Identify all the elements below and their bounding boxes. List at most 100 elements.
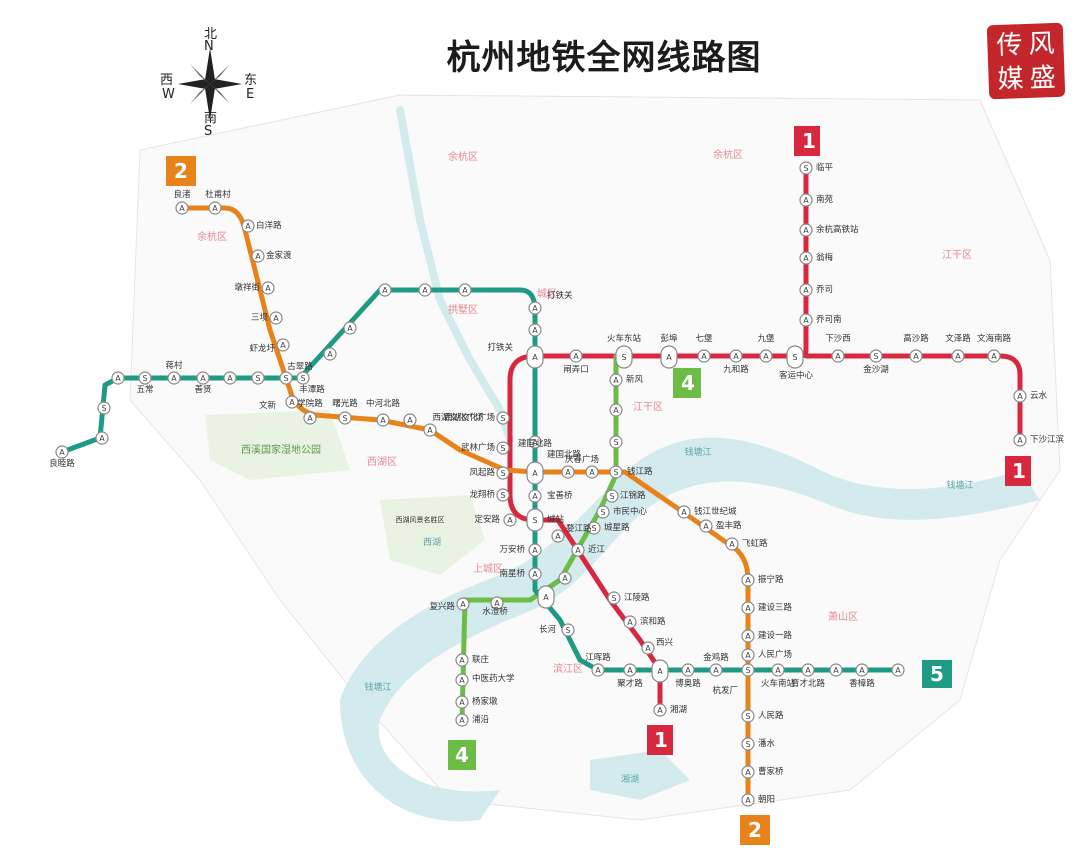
station-marker[interactable]: A xyxy=(799,223,813,237)
station-marker[interactable]: A xyxy=(528,435,542,449)
station-marker[interactable]: A xyxy=(403,413,417,427)
station-marker[interactable]: A xyxy=(111,371,125,385)
station-marker[interactable]: A xyxy=(799,313,813,327)
station-marker[interactable]: A xyxy=(741,793,755,807)
station-marker[interactable]: S xyxy=(609,435,623,449)
station-marker[interactable]: A xyxy=(799,193,813,207)
station-marker[interactable]: A xyxy=(95,431,109,445)
station-marker[interactable]: A xyxy=(276,338,290,352)
station-marker[interactable]: A xyxy=(455,695,469,709)
station-marker[interactable]: A xyxy=(208,201,222,215)
station-marker[interactable]: A xyxy=(697,349,711,363)
station-marker[interactable]: A xyxy=(1013,433,1027,447)
station-marker[interactable]: A xyxy=(891,663,905,677)
station-marker[interactable]: A xyxy=(641,641,655,655)
station-marker[interactable]: A xyxy=(561,465,575,479)
station-marker[interactable]: A xyxy=(455,673,469,687)
station-marker[interactable]: A xyxy=(223,371,237,385)
station-marker[interactable]: A xyxy=(651,659,669,683)
station-marker[interactable]: S xyxy=(869,349,883,363)
station-marker[interactable]: A xyxy=(378,283,392,297)
station-marker[interactable]: A xyxy=(725,537,739,551)
station-marker[interactable]: A xyxy=(241,219,255,233)
station-marker[interactable]: A xyxy=(759,349,773,363)
station-marker[interactable]: S xyxy=(596,505,610,519)
station-marker[interactable]: S xyxy=(496,488,510,502)
station-marker[interactable]: A xyxy=(569,349,583,363)
station-marker[interactable]: A xyxy=(741,648,755,662)
station-marker[interactable]: A xyxy=(490,596,504,610)
station-marker[interactable]: A xyxy=(303,411,317,425)
station-marker[interactable]: S xyxy=(607,591,621,605)
station-marker[interactable]: S xyxy=(609,465,623,479)
station-marker[interactable]: A xyxy=(551,529,565,543)
station-marker[interactable]: A xyxy=(526,461,544,485)
station-marker[interactable]: A xyxy=(458,283,472,297)
station-marker[interactable]: A xyxy=(681,663,695,677)
station-marker[interactable]: A xyxy=(323,347,337,361)
station-marker[interactable]: S xyxy=(296,371,310,385)
station-marker[interactable]: A xyxy=(591,663,605,677)
station-marker[interactable]: S xyxy=(741,663,755,677)
station-marker[interactable]: A xyxy=(528,489,542,503)
station-marker[interactable]: S xyxy=(587,521,601,535)
station-marker[interactable]: A xyxy=(729,349,743,363)
station-marker[interactable]: A xyxy=(831,349,845,363)
station-marker[interactable]: A xyxy=(699,519,713,533)
station-marker[interactable]: A xyxy=(660,345,678,369)
station-marker[interactable]: S xyxy=(496,411,510,425)
station-marker[interactable]: A xyxy=(799,251,813,265)
station-marker[interactable]: A xyxy=(741,601,755,615)
station-marker[interactable]: A xyxy=(951,349,965,363)
station-marker[interactable]: A xyxy=(829,663,843,677)
station-marker[interactable]: A xyxy=(741,765,755,779)
station-marker[interactable]: A xyxy=(653,703,667,717)
station-marker[interactable]: A xyxy=(285,395,299,409)
station-marker[interactable]: A xyxy=(987,349,1001,363)
station-marker[interactable]: S xyxy=(279,371,293,385)
station-marker[interactable]: A xyxy=(251,249,265,263)
station-marker[interactable]: A xyxy=(503,513,517,527)
station-marker[interactable]: A xyxy=(1013,389,1027,403)
station-marker[interactable]: A xyxy=(528,323,542,337)
station-marker[interactable]: S xyxy=(338,411,352,425)
station-marker[interactable]: A xyxy=(456,597,470,611)
station-marker[interactable]: A xyxy=(585,465,599,479)
station-marker[interactable]: A xyxy=(741,573,755,587)
station-marker[interactable]: A xyxy=(55,445,69,459)
station-marker[interactable]: A xyxy=(455,713,469,727)
station-marker[interactable]: S xyxy=(561,623,575,637)
station-marker[interactable]: A xyxy=(677,505,691,519)
station-marker[interactable]: S xyxy=(97,401,111,415)
station-marker[interactable]: A xyxy=(167,371,181,385)
station-marker[interactable]: A xyxy=(771,663,785,677)
station-marker[interactable]: A xyxy=(423,423,437,437)
station-marker[interactable]: A xyxy=(855,663,869,677)
station-marker[interactable]: A xyxy=(909,349,923,363)
station-marker[interactable]: A xyxy=(175,201,189,215)
station-marker[interactable]: S xyxy=(615,345,633,369)
station-marker[interactable]: A xyxy=(571,543,585,557)
station-marker[interactable]: A xyxy=(801,663,815,677)
station-marker[interactable]: A xyxy=(196,371,210,385)
station-marker[interactable]: A xyxy=(418,283,432,297)
station-marker[interactable]: S xyxy=(526,508,544,532)
station-marker[interactable]: S xyxy=(138,371,152,385)
station-marker[interactable]: A xyxy=(609,403,623,417)
station-marker[interactable]: A xyxy=(528,567,542,581)
station-marker[interactable]: S xyxy=(605,489,619,503)
station-marker[interactable]: S xyxy=(496,466,510,480)
station-marker[interactable]: A xyxy=(558,571,572,585)
station-marker[interactable]: A xyxy=(741,629,755,643)
station-marker[interactable]: S xyxy=(741,737,755,751)
station-marker[interactable]: A xyxy=(526,345,544,369)
station-marker[interactable]: A xyxy=(343,321,357,335)
station-marker[interactable]: S xyxy=(786,345,804,369)
station-marker[interactable]: S xyxy=(741,709,755,723)
station-marker[interactable]: A xyxy=(623,663,637,677)
station-marker[interactable]: S xyxy=(799,161,813,175)
station-marker[interactable]: A xyxy=(528,301,542,315)
station-marker[interactable]: A xyxy=(609,373,623,387)
station-marker[interactable]: A xyxy=(376,413,390,427)
station-marker[interactable]: S xyxy=(251,371,265,385)
